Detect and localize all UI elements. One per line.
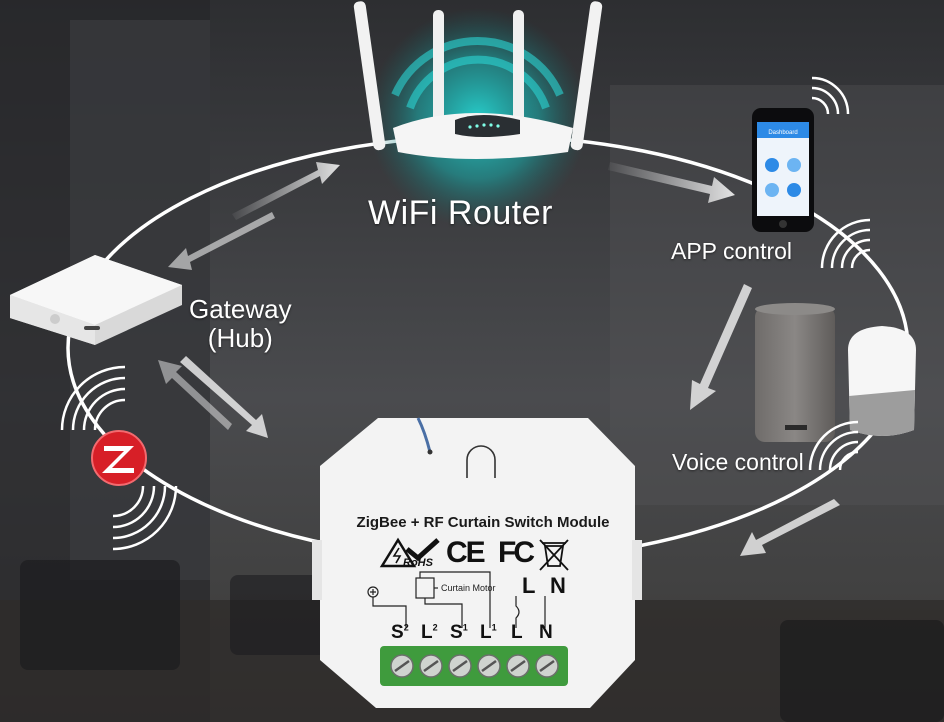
- terminal-s1-sup: 1: [462, 622, 468, 633]
- rohs-check-icon: [405, 538, 440, 562]
- terminal-screw-slot: [394, 659, 410, 673]
- terminal-screw-slot: [510, 659, 526, 673]
- terminal-s2-sup: 2: [403, 622, 409, 633]
- gateway-hub: [10, 255, 182, 345]
- arrow-gateway-to-router: [232, 162, 340, 220]
- terminal-n-label: N: [539, 622, 553, 643]
- arrow-router-to-gateway: [168, 212, 275, 270]
- voice-signal-icon: [808, 420, 859, 471]
- terminal-s1-label: S: [450, 622, 463, 643]
- gateway-label: Gateway (Hub): [189, 295, 292, 353]
- gateway-label-line2: (Hub): [207, 323, 273, 353]
- zigbee-logo-icon: [91, 430, 147, 486]
- wiring-diagram: [367, 571, 546, 628]
- zigbee-signal-icon: [60, 365, 178, 551]
- gateway-label-line1: Gateway: [189, 294, 292, 324]
- ce-mark: CE: [446, 536, 486, 569]
- terminal-s1: S1: [450, 622, 468, 644]
- arrow-gateway-to-module: [180, 356, 268, 438]
- terminal-n: N: [539, 622, 553, 644]
- router-label: WiFi Router: [368, 194, 553, 232]
- terminal-l2-sup: 2: [432, 622, 438, 633]
- arrow-app-to-voice: [690, 284, 752, 410]
- switch-module: [312, 417, 642, 708]
- terminal-screw-slot: [452, 659, 468, 673]
- terminal-l1: L1: [480, 622, 497, 644]
- terminal-screw-slot: [423, 659, 439, 673]
- phone-screen-title: Dashboard: [768, 130, 797, 136]
- terminal-l1-sup: 1: [491, 622, 497, 633]
- terminal-l1-label: L: [480, 622, 492, 643]
- terminal-l-label: L: [511, 622, 523, 643]
- terminal-l: L: [511, 622, 523, 644]
- voice-control-label: Voice control: [672, 449, 804, 475]
- module-title: ZigBee + RF Curtain Switch Module: [356, 514, 610, 531]
- terminal-screw-slot: [481, 659, 497, 673]
- wifi-router: [353, 1, 603, 228]
- smart-speaker-tall: [755, 303, 835, 442]
- terminal-screws: [390, 654, 559, 678]
- weee-bin-icon: [539, 539, 569, 571]
- terminal-l2: L2: [421, 622, 438, 644]
- arrow-router-to-app: [608, 162, 735, 203]
- curtain-motor-label: Curtain Motor: [441, 583, 496, 593]
- phone-signal-icon: [811, 76, 850, 115]
- wire-n-label: N: [550, 573, 566, 598]
- terminal-screw-slot: [539, 659, 555, 673]
- wire-l-label: L: [522, 573, 536, 598]
- terminal-s2: S2: [391, 622, 409, 644]
- app-control-label: APP control: [671, 238, 793, 264]
- arrow-voice-to-module: [740, 499, 840, 556]
- arrow-module-to-gateway: [158, 360, 232, 430]
- warning-icon: [379, 537, 417, 568]
- terminal-s2-label: S: [391, 622, 404, 643]
- terminal-l2-label: L: [421, 622, 433, 643]
- smartphone: Dashboard: [752, 108, 814, 232]
- fc-mark: FC: [498, 536, 535, 569]
- rohs-mark: RoHS: [403, 557, 433, 569]
- smart-speaker-round: [848, 326, 916, 436]
- app-signal-icon: [820, 218, 871, 269]
